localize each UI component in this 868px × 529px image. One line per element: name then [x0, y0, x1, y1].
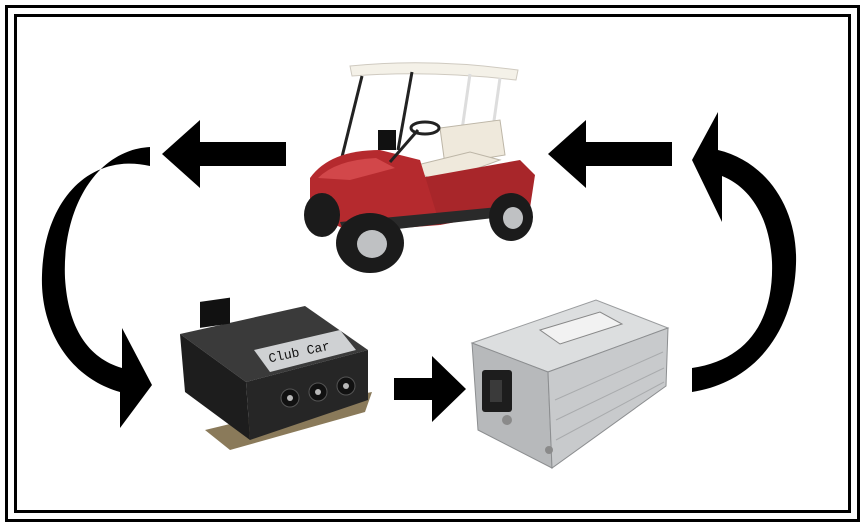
arrow-left-top-right: [548, 120, 672, 188]
controller-image: [472, 300, 668, 468]
curved-arrow-left: [42, 147, 152, 428]
arrow-left-top-left: [162, 120, 286, 188]
curved-arrow-right: [692, 112, 796, 392]
controller-image: Club Car: [180, 298, 372, 450]
arrow-right-middle: [394, 356, 466, 422]
golf-cart-image: [304, 63, 535, 273]
